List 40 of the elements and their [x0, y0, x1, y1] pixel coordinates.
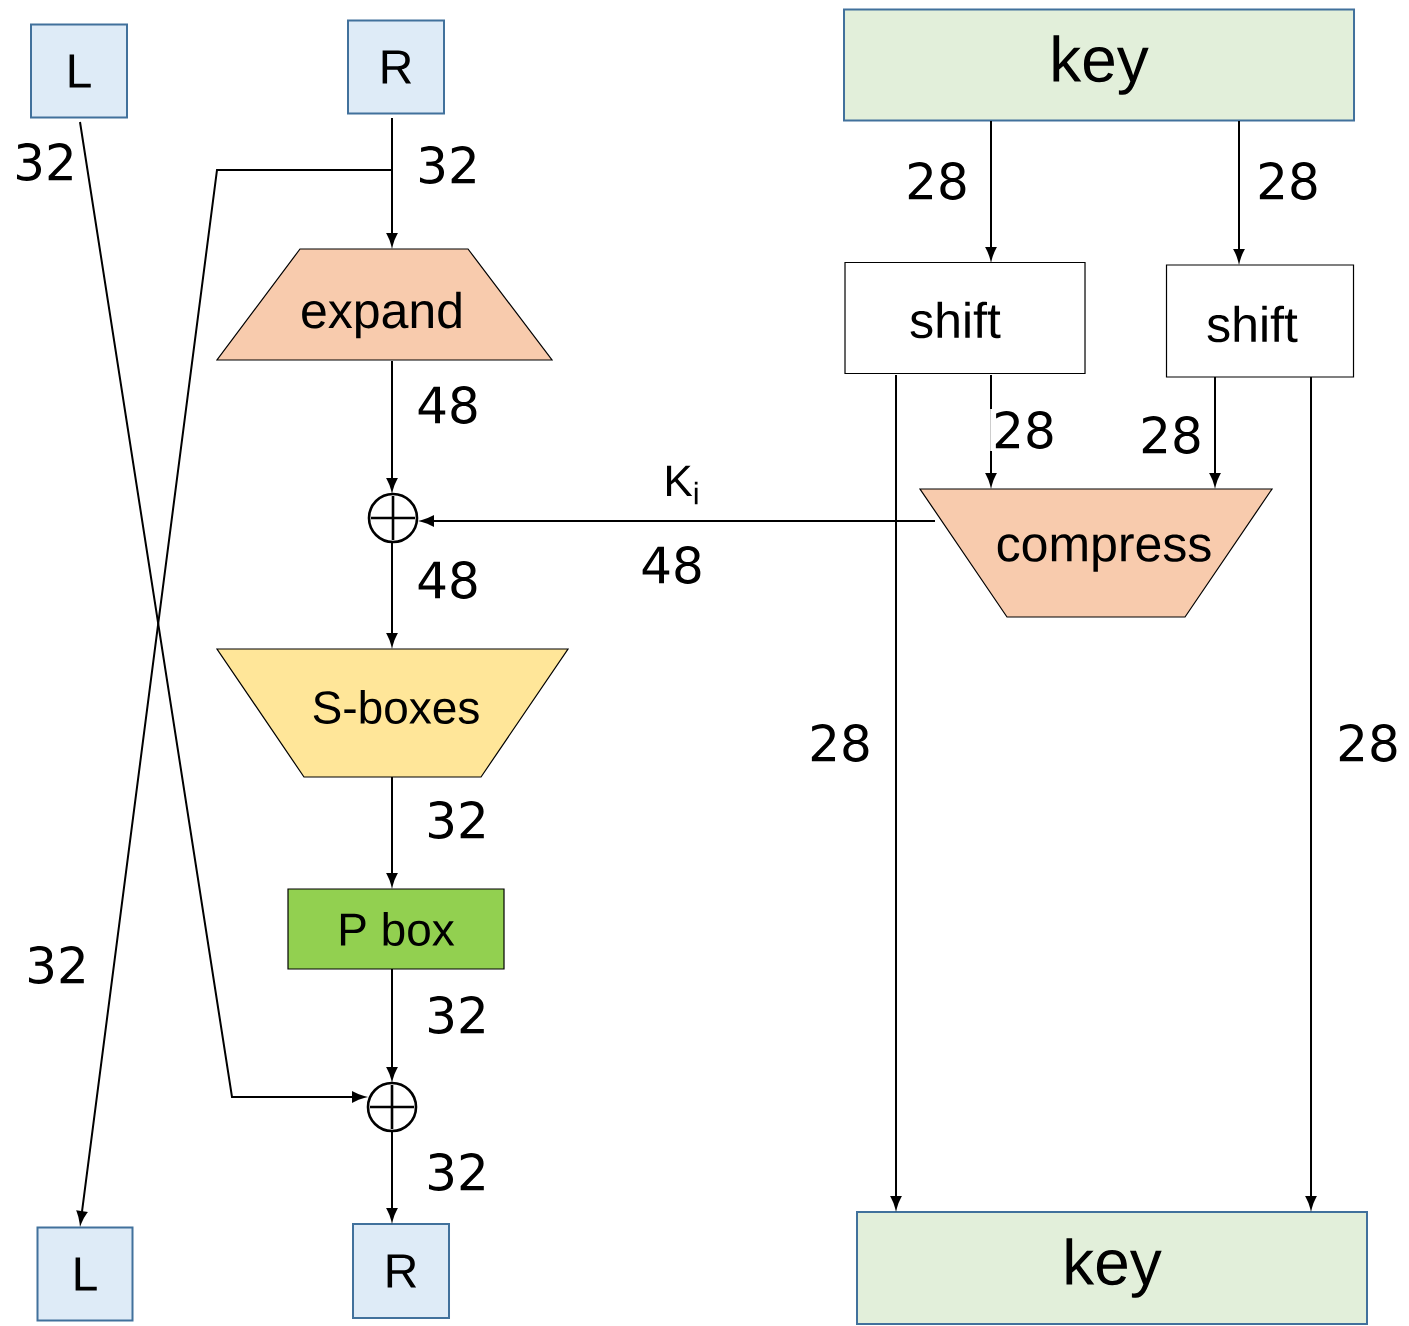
edge-label: 32 — [23, 944, 91, 986]
arrow — [79, 121, 365, 1103]
register-box: R — [352, 1223, 450, 1319]
edge-label: 28 — [1254, 160, 1322, 202]
register-box: L — [30, 23, 128, 119]
shift-box: shift — [844, 261, 1086, 375]
arrow — [386, 541, 398, 646]
edge-label: 32 — [423, 994, 491, 1036]
edge-label: 48 — [414, 559, 482, 601]
edge-label: 48 — [638, 544, 706, 586]
arrow — [386, 1130, 398, 1221]
arrow — [890, 374, 902, 1209]
edge-label: 32 — [414, 144, 482, 186]
register-box: L — [36, 1226, 134, 1322]
shift-box: shift — [1165, 264, 1355, 378]
edge-label: 28 — [903, 160, 971, 202]
register-box: R — [347, 19, 445, 115]
edge-label: 28 — [1137, 414, 1205, 456]
key-label: K$_{i}$ — [667, 465, 698, 505]
permutation-box: P box — [287, 888, 505, 970]
xor-symbol — [366, 1081, 418, 1133]
edge-label: 28 — [990, 409, 1058, 451]
arrow — [1209, 376, 1221, 486]
arrow — [1305, 376, 1317, 1209]
edge-label: 48 — [414, 384, 482, 426]
key-box: key — [856, 1211, 1368, 1325]
arrow — [386, 968, 398, 1080]
key-box: key — [843, 8, 1355, 122]
edge-label: 32 — [423, 799, 491, 841]
edge-label: 32 — [11, 141, 79, 183]
edge-label: 32 — [423, 1151, 491, 1193]
arrow — [76, 117, 393, 1224]
arrow — [386, 360, 398, 491]
arrow — [386, 776, 398, 886]
edge-label: 28 — [1334, 722, 1402, 764]
arrow — [1233, 120, 1245, 262]
arrow — [421, 515, 936, 527]
xor-symbol — [367, 492, 419, 544]
edge-label: 28 — [806, 722, 874, 764]
arrow — [985, 120, 997, 260]
